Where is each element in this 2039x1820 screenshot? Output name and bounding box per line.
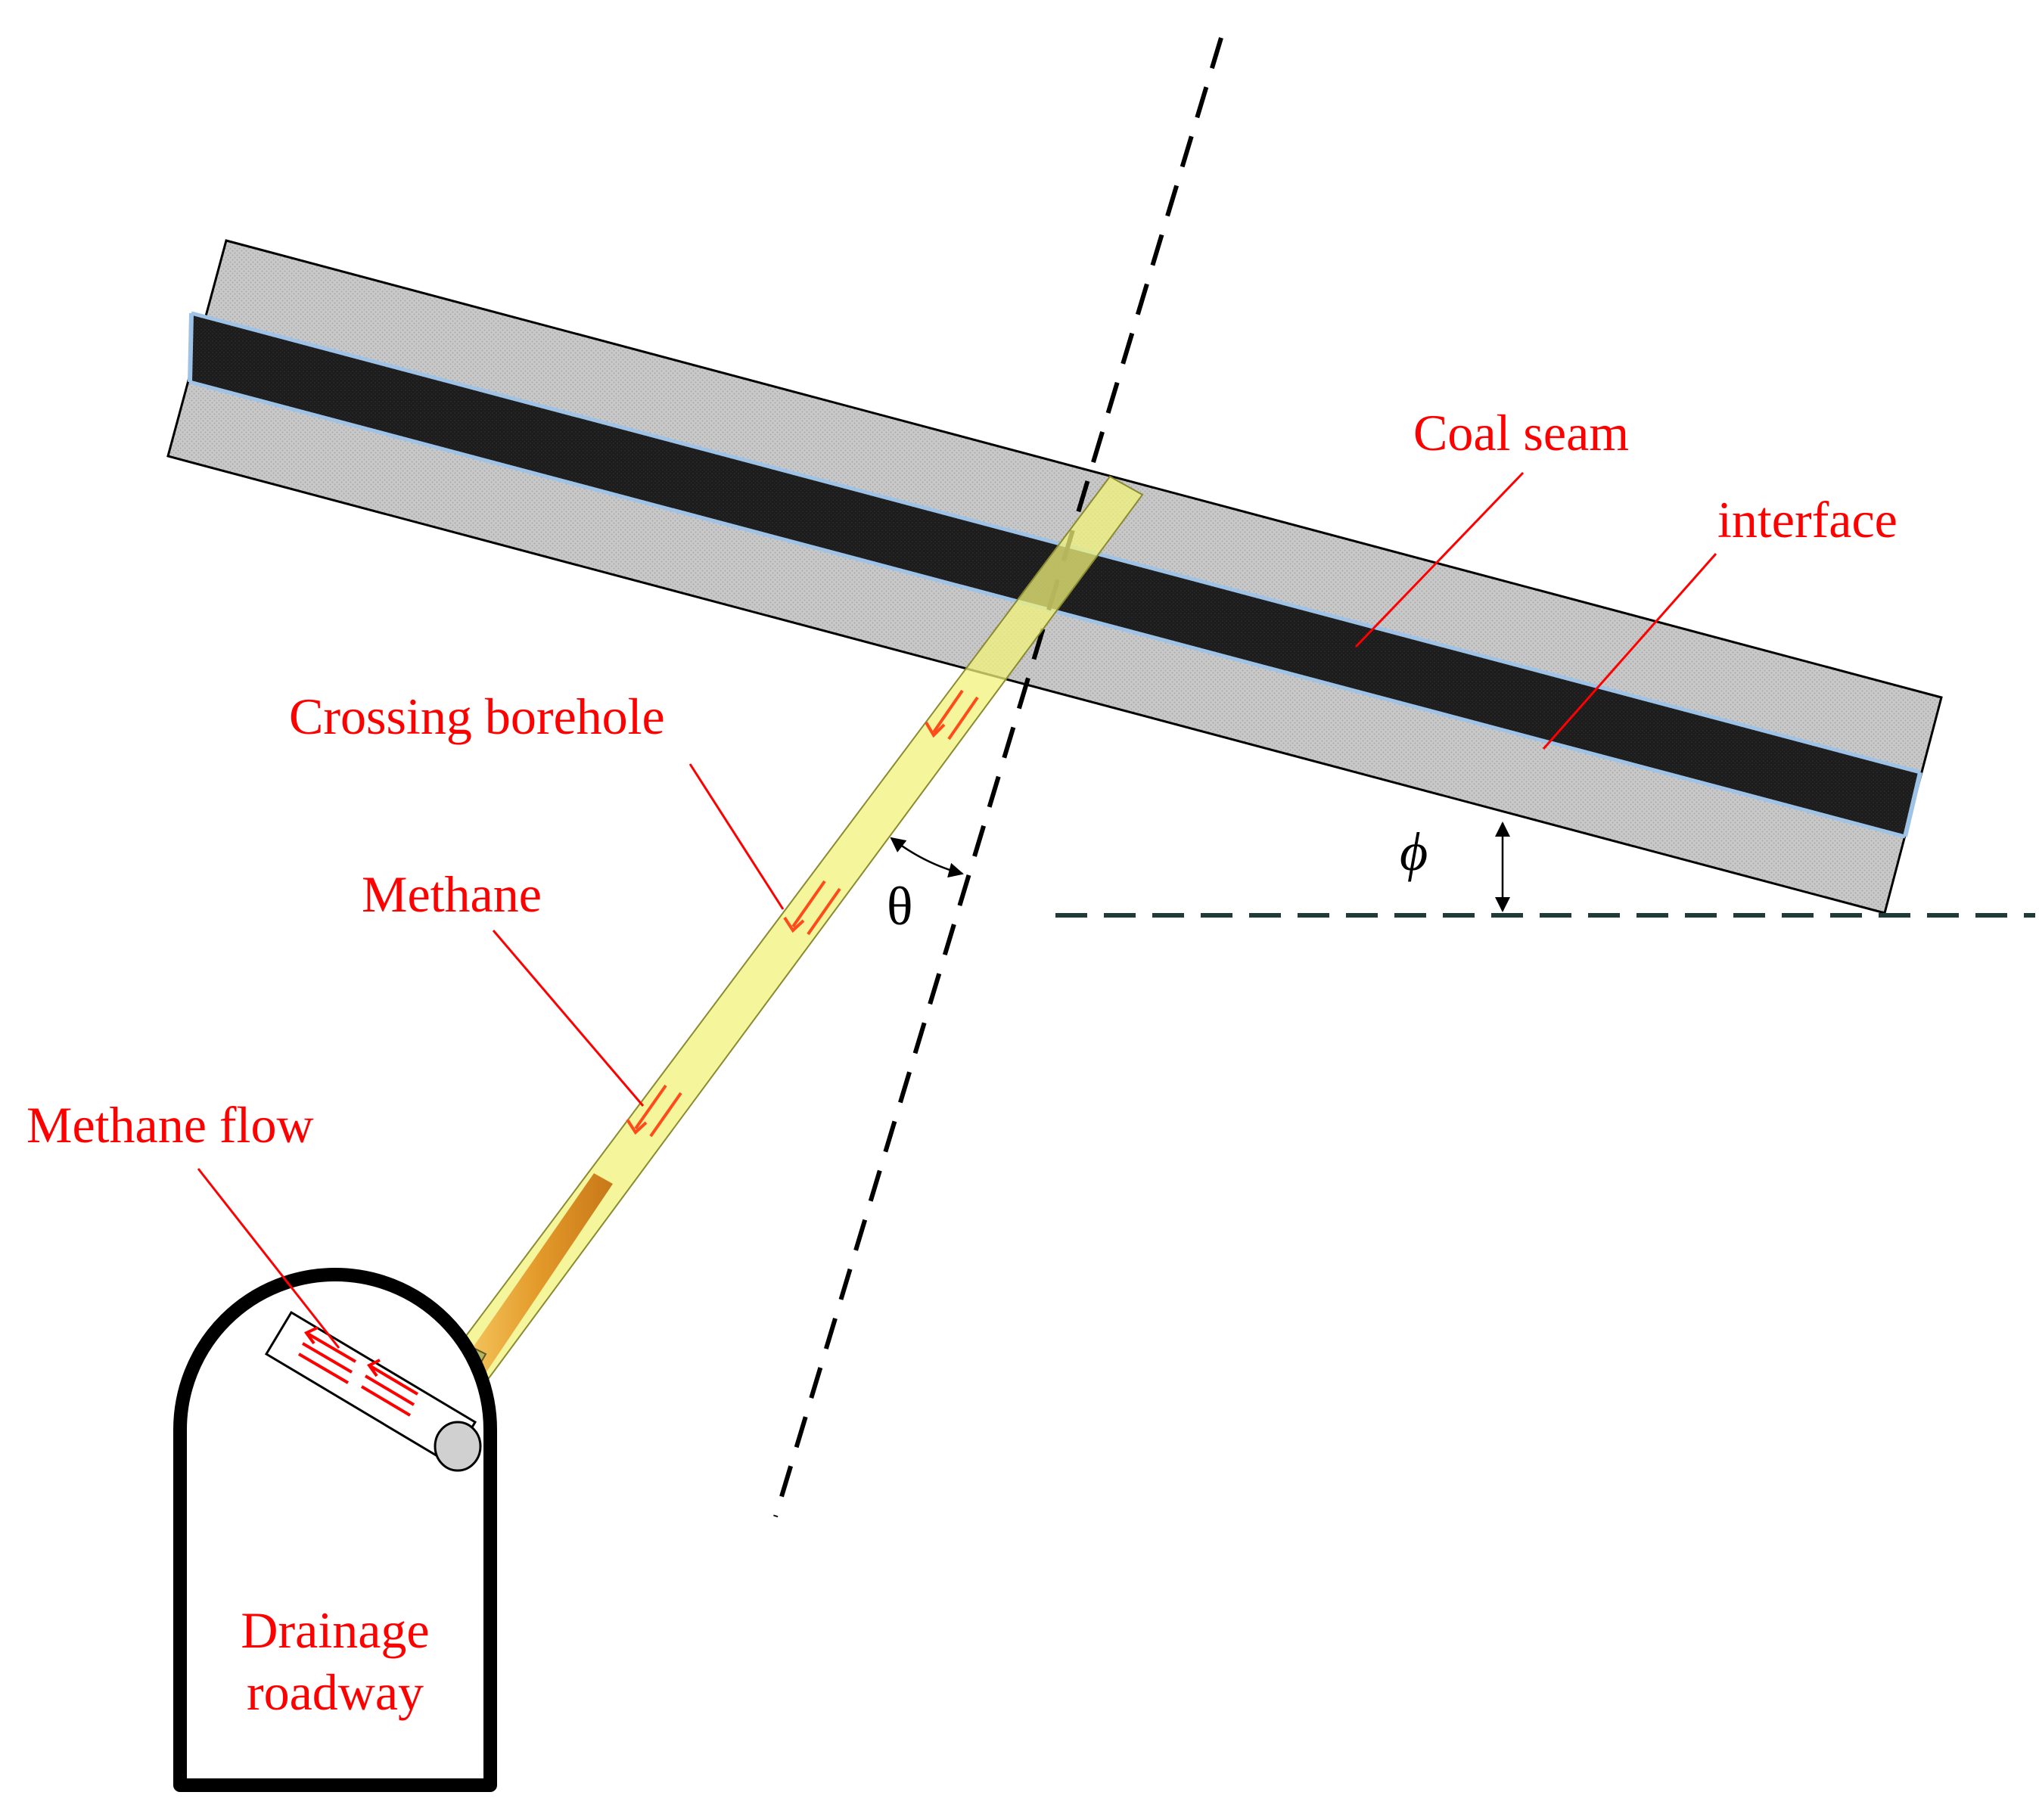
leader-methane — [492, 930, 645, 1107]
theta-arc — [890, 837, 964, 878]
methane-arrowhead — [783, 916, 805, 933]
drainage-pipe — [463, 1173, 613, 1373]
interface-edge-right — [1903, 772, 1922, 837]
methane-arrow — [649, 1092, 682, 1138]
label-methane: Methane — [362, 865, 542, 923]
methane-arrow — [932, 689, 964, 734]
outlet-pipe-end — [434, 1421, 482, 1472]
methane-arrow — [634, 1084, 667, 1130]
label-phi: ϕ — [1400, 821, 1428, 882]
label-crossing-borehole: Crossing borehole — [289, 688, 665, 745]
outlet-pipe — [264, 1310, 482, 1472]
methane-arrowhead — [626, 1118, 648, 1135]
normal-dashed-line — [773, 37, 1223, 1517]
label-coal-seam: Coal seam — [1413, 404, 1629, 461]
leader-crossing-borehole — [688, 763, 785, 910]
leader-coal-seam — [1354, 471, 1525, 648]
label-drainage-roadway-line2: roadway — [247, 1663, 424, 1721]
label-interface: interface — [1717, 491, 1898, 548]
methane-arrow — [791, 880, 826, 928]
methane-arrow — [947, 696, 979, 741]
methane-arrow — [807, 887, 841, 936]
label-theta: θ — [887, 876, 913, 936]
interface-line-top — [191, 311, 1921, 775]
label-methane-flow: Methane flow — [26, 1096, 314, 1154]
methane-flow-arrows — [297, 1326, 419, 1417]
leader-lines — [197, 471, 1717, 1349]
leader-interface — [1542, 553, 1717, 750]
label-drainage-roadway-line1: Drainage — [241, 1601, 429, 1659]
angle-markers — [890, 821, 1510, 912]
interface-edge-left — [188, 312, 194, 383]
methane-arrowhead — [925, 721, 946, 738]
methane-arrows — [626, 689, 979, 1138]
leader-methane-flow — [197, 1168, 340, 1349]
